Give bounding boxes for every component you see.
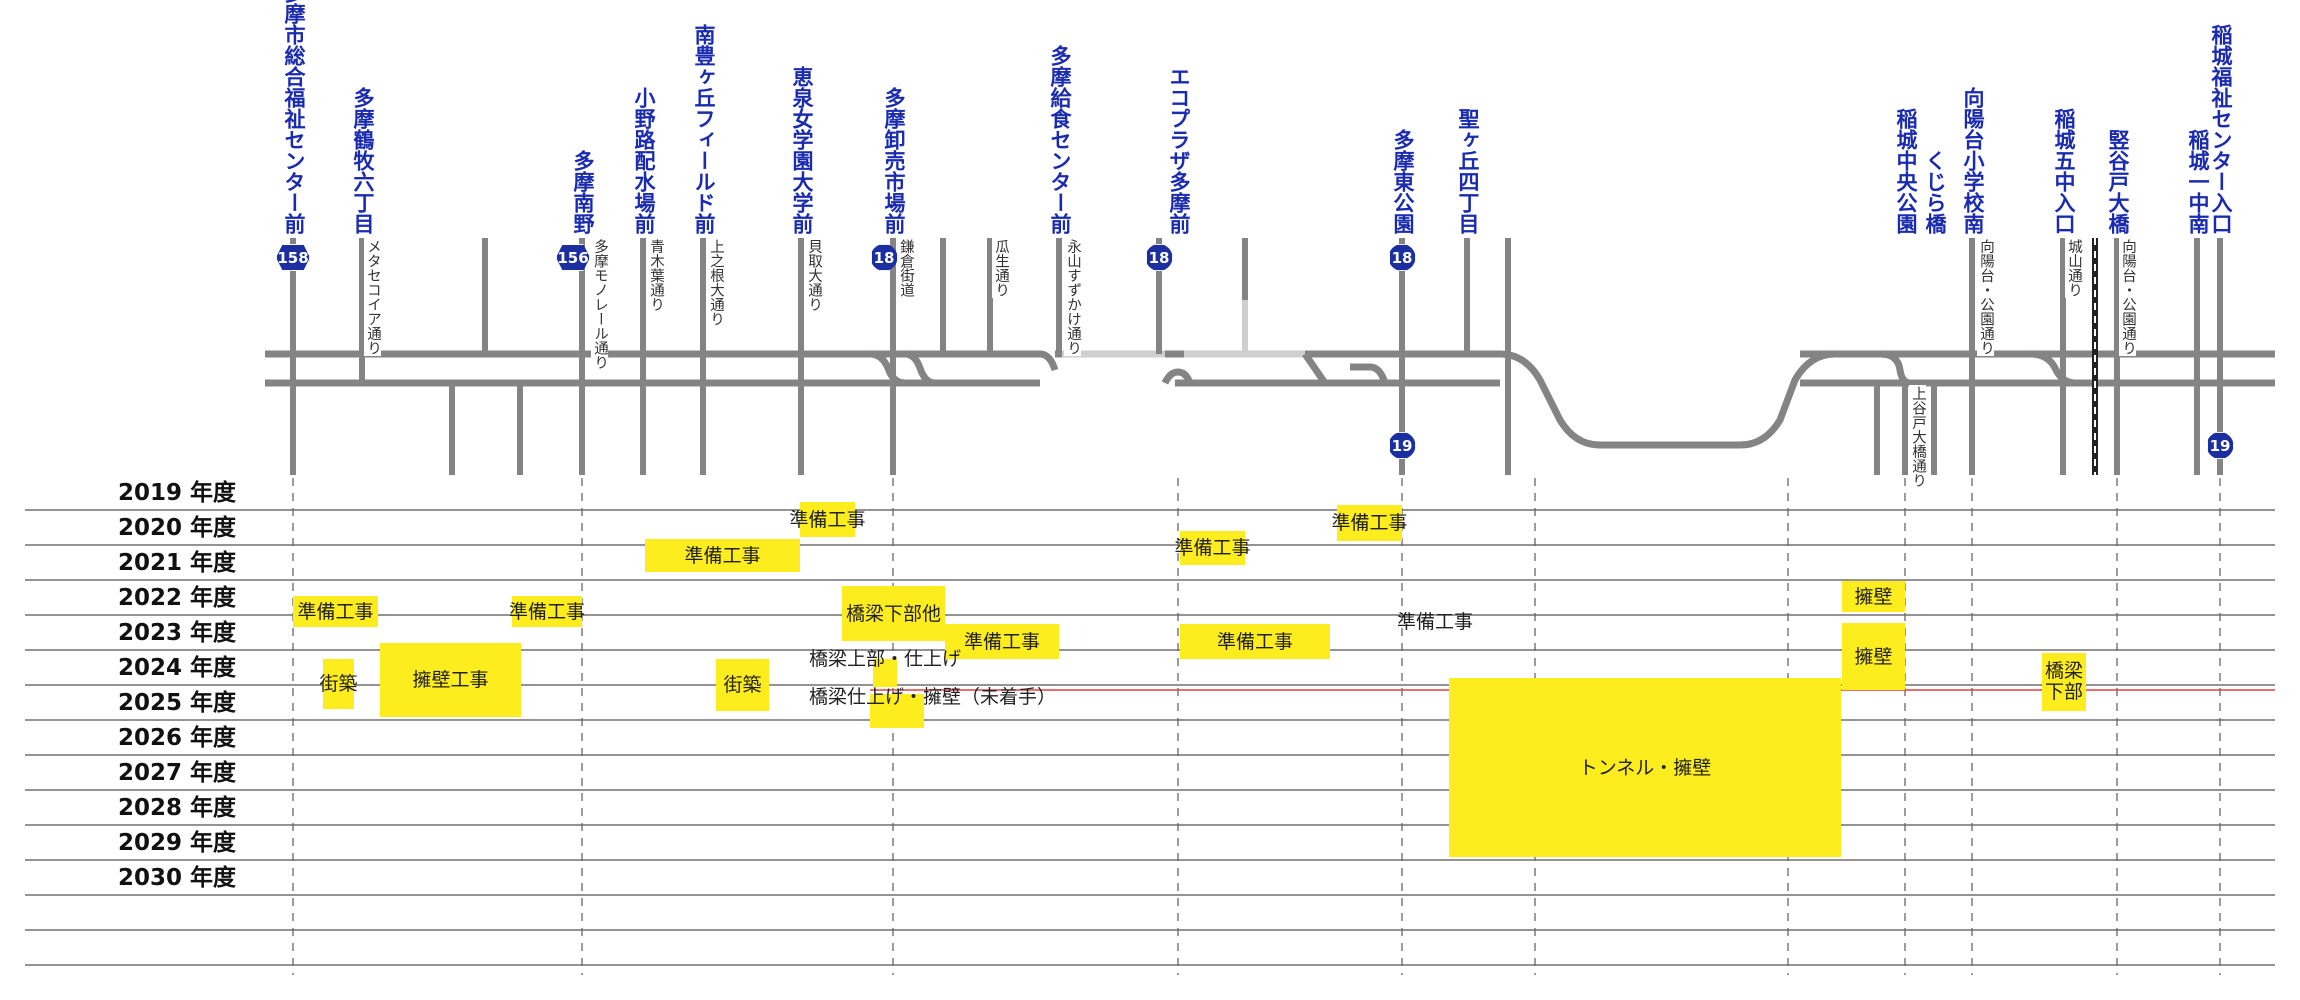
year-label: 2029 年度 [118,830,237,856]
road-name-label: 向陽台・公園通り [1977,238,1994,356]
station-label: エコプラザ多摩前 [1167,66,1191,234]
route-shield-icon: 19 [2206,432,2234,459]
road-name-label: 多摩モノレール通り [591,238,608,371]
year-label: 2020 年度 [118,515,237,541]
station-label: 多摩給食センター前 [1048,45,1072,234]
road-name-label: メタセコイア通り [364,238,381,356]
work-block: 準備工事 [1175,531,1251,565]
road-name-label: 貝取大通り [805,238,822,313]
station-label: 向陽台小学校南 [1961,87,1985,234]
route-shield-icon: 18 [1388,244,1416,271]
road-name-label: 永山すずかけ通り [1064,238,1081,356]
road-segment [1350,363,1389,385]
work-block [873,659,897,687]
year-label: 2022 年度 [118,585,237,611]
work-block: 準備工事 [293,596,378,627]
station-label: 竪谷戸大橋 [2106,129,2130,234]
work-block: 準備工事 [1332,505,1408,541]
work-block: 擁壁工事 [380,643,521,717]
year-label: 2030 年度 [118,865,237,891]
work-note: 準備工事 [1397,611,1474,633]
road-segment [935,350,1059,372]
road-segment [1161,368,1194,385]
road-segment [904,350,936,387]
route-shield-icon: 18 [1145,244,1173,271]
work-block: 街築 [320,659,358,709]
route-shield-icon: 158 [276,244,310,271]
work-block: 準備工事 [509,596,585,627]
work-note: 橋梁仕上げ・擁壁（未着手） [809,686,1057,708]
work-block: 街築 [716,659,769,711]
year-label: 2026 年度 [118,725,237,751]
route-shield-icon: 19 [1388,432,1416,459]
road-name-label: 上谷戸大橋通り [1909,385,1926,489]
work-block: トンネル・擁壁 [1449,678,1841,857]
station-label: 聖ヶ丘四丁目 [1456,108,1480,234]
work-block: 準備工事 [790,502,866,537]
year-label: 2027 年度 [118,760,237,786]
station-label: 恵泉女学園大学前 [790,66,814,234]
station-label: 多摩南野 [571,150,595,234]
work-block-vertical: 橋梁下部 [2042,653,2086,711]
year-label: 2024 年度 [118,655,237,681]
road-segment [1499,350,1836,449]
station-label: 多摩鶴牧六丁目 [351,87,375,234]
station-label: 多摩卸売市場前 [882,87,906,234]
road-segment [1302,352,1328,385]
road-name-label: 青木葉通り [647,238,664,313]
station-label: くじら橋 [1923,150,1947,234]
road-name-label: 上之根大通り [707,238,724,327]
station-label: 多摩東公園 [1391,129,1415,234]
route-shield-icon: 156 [556,244,590,271]
road-name-label: 向陽台・公園通り [2119,238,2136,356]
work-block: 準備工事 [1180,624,1330,659]
station-label: 多摩市総合福祉センター前 [282,0,306,234]
station-label: 南豊ヶ丘フィールド前 [692,24,716,234]
work-block: 橋梁下部他 [842,586,945,641]
work-block: 準備工事 [645,539,800,572]
work-note: 橋梁上部・仕上げ [809,648,962,670]
work-block: 準備工事 [945,624,1059,659]
station-label: 稲城福祉センター入口 [2209,24,2233,234]
station-label: 稲城一中南 [2186,129,2210,234]
work-block [870,694,924,728]
year-label: 2025 年度 [118,690,237,716]
year-label: 2028 年度 [118,795,237,821]
road-segment [869,350,906,387]
year-label: 2021 年度 [118,550,237,576]
work-block: 擁壁 [1842,623,1905,690]
road-segment [2029,350,2076,387]
year-label: 2019 年度 [118,480,237,506]
station-label: 稲城中央公園 [1894,108,1918,234]
road-name-label: 城山通り [2065,238,2082,298]
road-segment [1879,350,1911,387]
route-shield-icon: 18 [870,244,898,271]
road-name-label: 瓜生通り [992,238,1009,298]
year-label: 2023 年度 [118,620,237,646]
road-name-label: 鎌倉街道 [897,238,914,298]
station-label: 小野路配水場前 [632,87,656,234]
station-label: 稲城五中入口 [2052,108,2076,234]
work-block: 擁壁 [1842,581,1905,612]
